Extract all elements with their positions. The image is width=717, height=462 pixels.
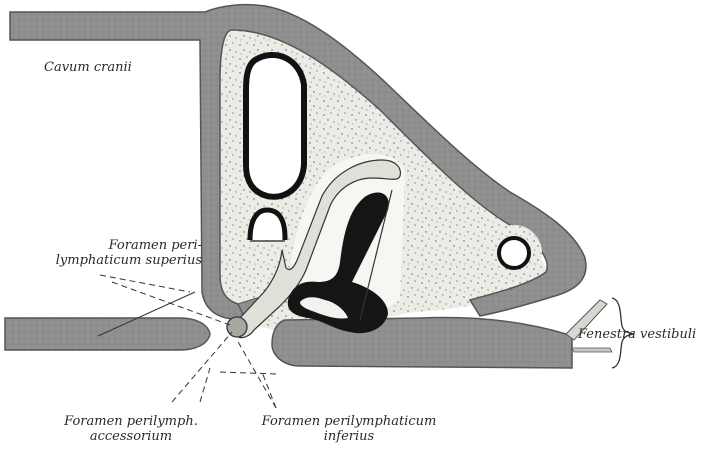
cartilage-lower-right	[272, 318, 572, 368]
label-foramen-accessorium-line1: Foramen perilymph.	[20, 414, 242, 429]
label-foramen-inferius-line2: inferius	[238, 429, 460, 444]
small-cavity	[250, 210, 285, 240]
accessory-knob	[227, 317, 247, 337]
label-foramen-superius-line1: Foramen peri-	[18, 238, 202, 253]
inner-oval-cavity	[246, 55, 304, 197]
label-foramen-inferius-line1: Foramen perilymphaticum	[238, 414, 460, 429]
label-cavum-cranii: Cavum cranii	[44, 60, 132, 75]
label-fenestra-vestibuli: Fenestra vestibuli	[578, 327, 696, 342]
label-foramen-accessorium: Foramen perilymph. accessorium	[20, 414, 242, 444]
label-foramen-inferius: Foramen perilymphaticum inferius	[238, 414, 460, 444]
label-foramen-superius-line2: lymphaticum superius	[18, 253, 202, 268]
cartilage-lower-left	[5, 318, 210, 350]
label-foramen-accessorium-line2: accessorium	[20, 429, 242, 444]
label-foramen-superius: Foramen peri- lymphaticum superius	[18, 238, 202, 268]
canal-ring	[499, 238, 529, 268]
